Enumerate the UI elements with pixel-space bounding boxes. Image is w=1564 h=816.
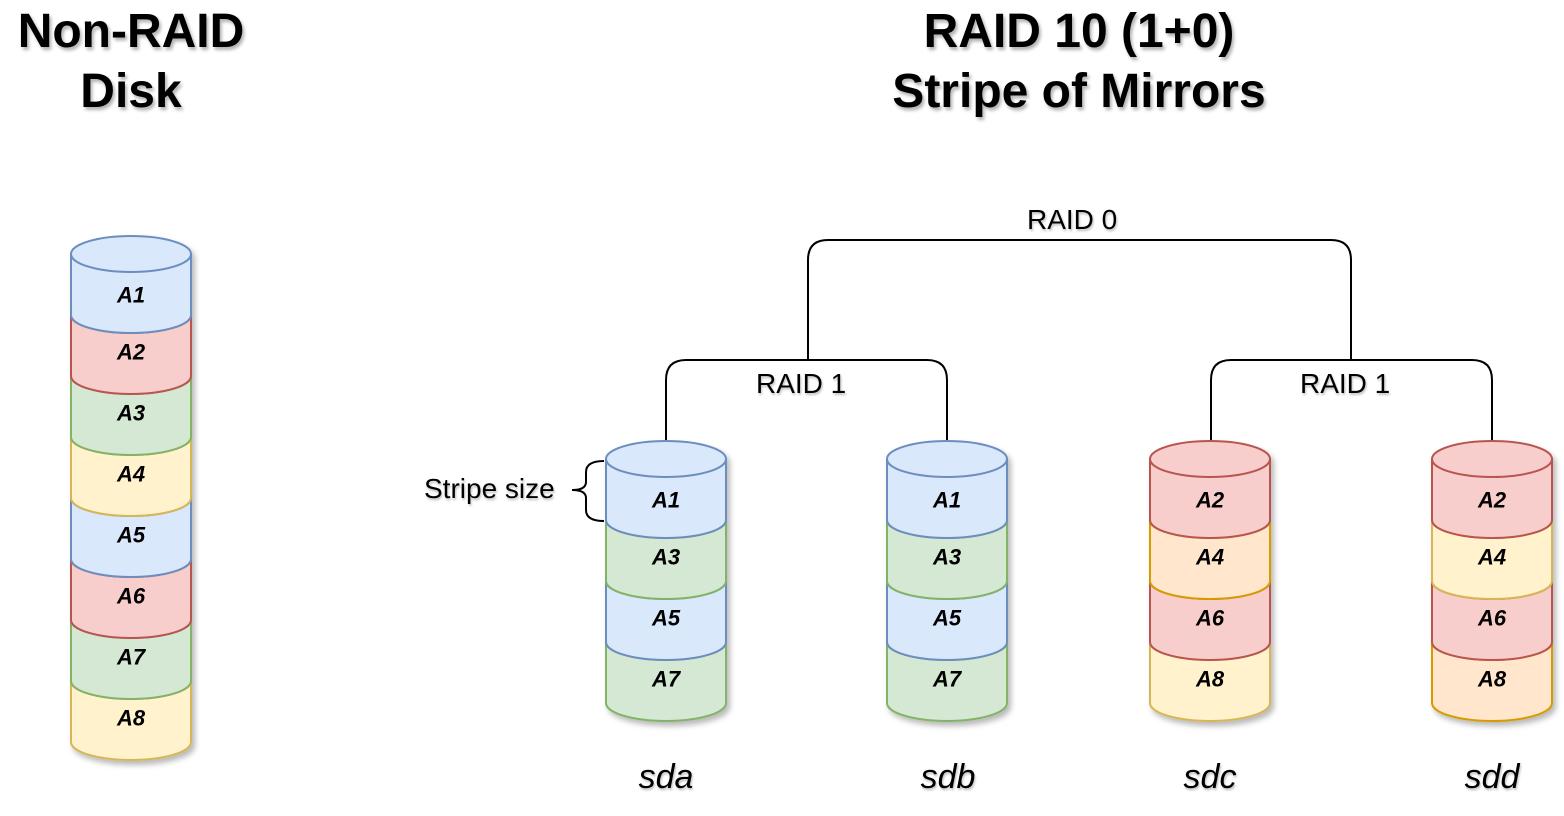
block-label: A4 — [1477, 545, 1506, 570]
stripe-size-brace — [571, 460, 605, 522]
block-label: A1 — [651, 488, 680, 513]
cylinder-segment — [605, 580, 727, 661]
block-label: A1 — [932, 488, 961, 513]
raid10-title: RAID 10 (1+0) Stripe of Mirrors — [829, 2, 1329, 122]
cylinder-cap — [70, 235, 192, 273]
disk-sdc: A8 A6 A4 A2 — [1149, 440, 1271, 722]
block-label: A3 — [932, 545, 961, 570]
sdd-block-a8: A8 — [1431, 641, 1553, 722]
cylinder-segment — [70, 619, 192, 700]
sda-block-a5: A5 — [605, 580, 727, 661]
cylinder-segment — [886, 458, 1008, 539]
sda-block-a1: A1 — [605, 440, 727, 539]
block-label: A7 — [932, 667, 963, 692]
raid1-right-label: RAID 1 — [1300, 368, 1391, 399]
cylinder-segment — [1149, 458, 1271, 539]
block-label: A4 — [1195, 545, 1224, 570]
cylinder-segment — [1431, 641, 1553, 722]
raid1-left-bracket — [665, 359, 948, 461]
block-label: A3 — [116, 401, 145, 426]
disk-label-sda: sda — [638, 758, 694, 796]
non-raid-block-a1: A1 — [70, 235, 192, 334]
cylinder-segment — [1149, 641, 1271, 722]
non-raid-title-line2: Disk — [80, 65, 182, 118]
non-raid-disk: A8 A7 A6 A5 A4 A3 A2 A1 — [70, 235, 192, 761]
block-label: A8 — [116, 706, 146, 731]
cylinder-segment — [1431, 458, 1553, 539]
block-label: A6 — [1195, 606, 1225, 631]
raid0-bracket — [807, 239, 1352, 360]
disk-sdb: A7 A5 A3 A1 — [886, 440, 1008, 722]
sdc-block-a2: A2 — [1149, 440, 1271, 539]
block-label: A6 — [1477, 606, 1507, 631]
sda-block-a3: A3 — [605, 519, 727, 600]
non-raid-block-a8: A8 — [70, 680, 192, 761]
cylinder-segment — [886, 641, 1008, 722]
disk-sda: A7 A5 A3 A1 — [605, 440, 727, 722]
block-label: A3 — [651, 545, 680, 570]
sdc-block-a6: A6 — [1149, 580, 1271, 661]
cylinder-cap — [605, 440, 727, 478]
cylinder-segment — [70, 497, 192, 578]
cylinder-segment — [886, 580, 1008, 661]
cylinder-cap — [1431, 440, 1553, 478]
block-label: A1 — [116, 283, 145, 308]
cylinder-segment — [605, 458, 727, 539]
sdb-block-a1: A1 — [886, 440, 1008, 539]
cylinder-segment — [886, 519, 1008, 600]
block-label: A6 — [116, 584, 146, 609]
raid-connectors — [571, 239, 1493, 522]
block-label: A2 — [1477, 488, 1507, 513]
disk-label-sdd: sdd — [1464, 758, 1520, 796]
cylinder-segment — [70, 436, 192, 517]
raid1-right-bracket — [1210, 359, 1493, 461]
block-label: A5 — [116, 523, 146, 548]
disk-sdd: A8 A6 A4 A2 — [1431, 440, 1553, 722]
cylinder-segment — [1149, 580, 1271, 661]
block-label: A5 — [651, 606, 681, 631]
block-label: A8 — [1195, 667, 1225, 692]
cylinder-cap — [886, 440, 1008, 478]
cylinder-segment — [70, 558, 192, 639]
cylinder-segment — [70, 680, 192, 761]
stripe-size-label: Stripe size — [424, 473, 555, 504]
raid10-title-line1: RAID 10 (1+0) — [923, 5, 1235, 58]
block-label: A5 — [932, 606, 962, 631]
block-label: A7 — [116, 645, 147, 670]
raid1-left-label: RAID 1 — [756, 368, 847, 399]
cylinder-segment — [605, 641, 727, 722]
cylinder-segment — [70, 375, 192, 456]
cylinder-segment — [1149, 519, 1271, 600]
disk-label-sdc: sdc — [1183, 758, 1237, 796]
cylinder-cap — [1149, 440, 1271, 478]
block-label: A8 — [1477, 667, 1507, 692]
block-label: A7 — [651, 667, 682, 692]
sdd-block-a2: A2 — [1431, 440, 1553, 539]
block-label: A2 — [116, 340, 146, 365]
cylinder-segment — [1431, 580, 1553, 661]
raid0-label: RAID 0 — [1023, 204, 1122, 236]
non-raid-block-a2: A2 — [70, 314, 192, 395]
sdb-block-a7: A7 — [886, 641, 1008, 722]
block-label: A4 — [116, 462, 145, 487]
cylinder-segment — [70, 314, 192, 395]
disk-label-sdb: sdb — [920, 758, 976, 796]
non-raid-title: Non-RAID Disk — [0, 2, 262, 122]
cylinder-segment — [70, 253, 192, 334]
block-label: A2 — [1195, 488, 1225, 513]
cylinder-segment — [605, 519, 727, 600]
non-raid-title-line1: Non-RAID — [17, 5, 245, 58]
cylinder-segment — [1431, 519, 1553, 600]
raid10-title-line2: Stripe of Mirrors — [892, 65, 1266, 118]
